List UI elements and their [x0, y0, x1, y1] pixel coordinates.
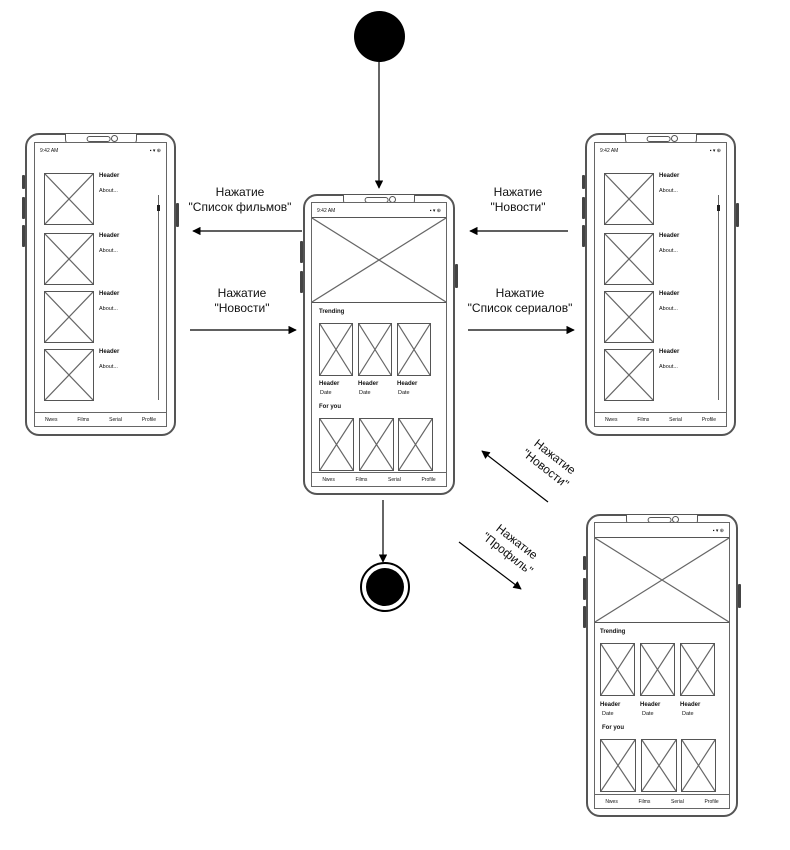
nav-films[interactable]: Films: [355, 476, 368, 483]
film-about: About...: [99, 188, 118, 194]
bottom-nav: Nwes Films Serial Profile: [595, 794, 729, 808]
card-date: Date: [359, 390, 371, 396]
card-date: Date: [642, 711, 654, 717]
series-list-screen: 9:42 AM▪ ▾ ⊕ Header About... Header Abou…: [594, 142, 727, 427]
label-to-series: Нажатие"Список сериалов": [467, 286, 573, 315]
nav-profile[interactable]: Profile: [421, 476, 436, 483]
trending-title: Trending: [600, 629, 626, 635]
nav-news[interactable]: Nwes: [44, 416, 58, 423]
card-date: Date: [398, 390, 410, 396]
bottom-nav: Nwes Films Serial Profile: [312, 472, 446, 486]
card-header: Header: [397, 381, 418, 387]
scrollbar[interactable]: [717, 195, 720, 400]
scrollbar[interactable]: [157, 195, 160, 400]
card-date: Date: [320, 390, 332, 396]
series-thumbnail: [604, 233, 654, 285]
hero-banner: [595, 537, 729, 623]
bottom-nav: Nwes Films Serial Profile: [35, 412, 166, 426]
phone-profile: ▪ ▾ ⊕ Trending Header Date Header Date H…: [583, 514, 741, 817]
series-about: About...: [659, 248, 678, 254]
film-header: Header: [99, 349, 120, 355]
film-about: About...: [99, 306, 118, 312]
trending-thumbnail[interactable]: [640, 643, 675, 696]
arrow-profile-to-main: [481, 450, 549, 503]
series-header: Header: [659, 291, 680, 297]
film-about: About...: [99, 364, 118, 370]
card-header: Header: [600, 702, 621, 708]
nav-films[interactable]: Films: [637, 416, 650, 423]
card-header: Header: [640, 702, 661, 708]
series-thumbnail: [604, 349, 654, 401]
phone-main: 9:42 AM▪ ▾ ⊕ Trending Header Date Header…: [300, 194, 458, 495]
nav-news[interactable]: Nwes: [322, 476, 335, 483]
for-you-thumbnail[interactable]: [600, 739, 636, 792]
film-about: About...: [99, 248, 118, 254]
for-you-title: For you: [602, 725, 624, 731]
for-you-thumbnail[interactable]: [681, 739, 716, 792]
trending-thumbnail[interactable]: [397, 323, 431, 376]
trending-thumbnail[interactable]: [319, 323, 353, 376]
for-you-thumbnail[interactable]: [398, 418, 433, 471]
hero-banner: [312, 217, 446, 303]
trending-thumbnail[interactable]: [680, 643, 715, 696]
nav-serial[interactable]: Serial: [669, 416, 682, 423]
label-news-from-series: Нажатие"Новости": [490, 185, 546, 214]
nav-news[interactable]: Nwes: [605, 798, 618, 805]
nav-news[interactable]: Nwes: [604, 416, 618, 423]
nav-films[interactable]: Films: [638, 798, 651, 805]
initial-node: [354, 11, 405, 62]
series-about: About...: [659, 364, 678, 370]
for-you-thumbnail[interactable]: [641, 739, 677, 792]
film-thumbnail: [44, 291, 94, 343]
card-header: Header: [680, 702, 701, 708]
nav-serial[interactable]: Serial: [671, 798, 684, 805]
film-header: Header: [99, 291, 120, 297]
nav-profile[interactable]: Profile: [704, 798, 719, 805]
series-thumbnail: [604, 173, 654, 225]
profile-screen: ▪ ▾ ⊕ Trending Header Date Header Date H…: [594, 522, 730, 809]
nav-serial[interactable]: Serial: [109, 416, 122, 423]
phone-films-list: 9:42 AM▪ ▾ ⊕ Header About... Header Abou…: [22, 133, 179, 436]
status-bar: 9:42 AM▪ ▾ ⊕: [40, 147, 161, 154]
trending-thumbnail[interactable]: [358, 323, 392, 376]
film-thumbnail: [44, 173, 94, 225]
film-header: Header: [99, 233, 120, 239]
nav-profile[interactable]: Profile: [141, 416, 157, 423]
for-you-thumbnail[interactable]: [359, 418, 394, 471]
final-node: [360, 562, 410, 612]
card-header: Header: [358, 381, 379, 387]
for-you-thumbnail[interactable]: [319, 418, 354, 471]
card-header: Header: [319, 381, 340, 387]
for-you-title: For you: [319, 404, 341, 410]
series-about: About...: [659, 306, 678, 312]
trending-thumbnail[interactable]: [600, 643, 635, 696]
trending-title: Trending: [319, 309, 345, 315]
series-header: Header: [659, 173, 680, 179]
card-date: Date: [682, 711, 694, 717]
nav-films[interactable]: Films: [77, 416, 90, 423]
arrow-main-to-profile: [458, 541, 522, 590]
series-header: Header: [659, 233, 680, 239]
label-news-from-films: Нажатие"Новости": [214, 286, 270, 315]
status-bar: ▪ ▾ ⊕: [712, 527, 724, 534]
bottom-nav: Nwes Films Serial Profile: [595, 412, 726, 426]
card-date: Date: [602, 711, 614, 717]
film-thumbnail: [44, 349, 94, 401]
film-thumbnail: [44, 233, 94, 285]
series-about: About...: [659, 188, 678, 194]
nav-profile[interactable]: Profile: [701, 416, 717, 423]
series-thumbnail: [604, 291, 654, 343]
nav-serial[interactable]: Serial: [388, 476, 401, 483]
status-bar: 9:42 AM▪ ▾ ⊕: [317, 207, 441, 214]
films-list-screen: 9:42 AM▪ ▾ ⊕ Header About... Header Abou…: [34, 142, 167, 427]
series-header: Header: [659, 349, 680, 355]
status-bar: 9:42 AM▪ ▾ ⊕: [600, 147, 721, 154]
label-to-films: Нажатие"Список фильмов": [188, 185, 292, 214]
film-header: Header: [99, 173, 120, 179]
phone-series-list: 9:42 AM▪ ▾ ⊕ Header About... Header Abou…: [582, 133, 739, 436]
main-screen: 9:42 AM▪ ▾ ⊕ Trending Header Date Header…: [311, 202, 447, 487]
